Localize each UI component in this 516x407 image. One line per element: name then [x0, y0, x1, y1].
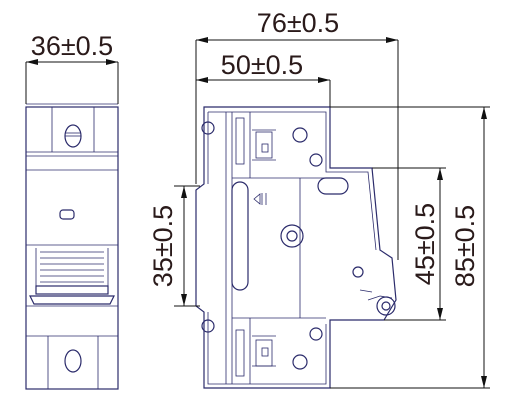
dimension-label-36: 36±0.5 — [31, 31, 113, 61]
dimension-85: 85±0.5 — [330, 106, 490, 389]
mount-hole-bottom — [201, 319, 215, 333]
dimension-label-45: 45±0.5 — [410, 203, 440, 285]
dimension-36: 36±0.5 — [25, 31, 119, 104]
dimension-76: 76±0.5 — [195, 8, 399, 260]
dimension-50: 50±0.5 — [196, 50, 331, 107]
top-terminal-screw — [64, 124, 82, 148]
center-rivet — [280, 224, 304, 248]
dimension-label-50: 50±0.5 — [221, 50, 303, 80]
dimension-45: 45±0.5 — [372, 167, 446, 321]
dimension-label-85: 85±0.5 — [450, 205, 480, 287]
toggle-lever — [26, 244, 118, 305]
dimension-label-35: 35±0.5 — [148, 205, 178, 287]
mount-hole-top — [201, 121, 215, 135]
mount-hole-bottom-right — [292, 354, 308, 370]
front-view — [25, 103, 119, 390]
bottom-terminal-detail — [235, 329, 276, 377]
bottom-terminal-screw — [64, 349, 82, 373]
top-terminal-detail — [235, 117, 276, 165]
direction-symbol — [253, 193, 267, 205]
side-slot — [231, 181, 249, 291]
indicator-window — [59, 209, 75, 220]
dimension-label-76: 76±0.5 — [257, 8, 339, 38]
side-view — [195, 106, 397, 389]
mount-hole-top-right — [292, 127, 308, 143]
dimension-35: 35±0.5 — [148, 185, 200, 307]
toggle-handle — [352, 266, 396, 316]
